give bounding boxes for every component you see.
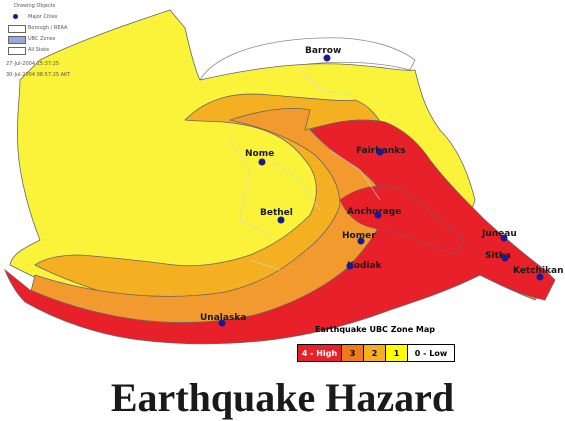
city-nome[interactable]: Nome: [245, 149, 274, 166]
city-dot-icon: [13, 14, 18, 19]
city-unalaska[interactable]: Unalaska: [200, 313, 246, 327]
city-homer[interactable]: Homer: [342, 231, 376, 245]
svg-text:Nome: Nome: [245, 149, 274, 159]
zone-map-title: Earthquake UBC Zone Map: [315, 325, 436, 334]
zone-4-inner-region: [339, 185, 466, 256]
zone-4-region: [4, 119, 556, 345]
ubc-zone-swatch-icon: [8, 36, 26, 44]
borough-outlines: [229, 69, 381, 271]
svg-text:Kodiak: Kodiak: [347, 261, 383, 271]
svg-text:Anchorage: Anchorage: [347, 207, 401, 217]
svg-text:Ketchikan: Ketchikan: [513, 266, 564, 276]
svg-text:Sitka: Sitka: [485, 251, 511, 261]
svg-text:Juneau: Juneau: [481, 229, 517, 239]
city-juneau[interactable]: Juneau: [481, 229, 517, 242]
zone-cell-0: 0 - Low: [408, 345, 454, 361]
city-ketchikan[interactable]: Ketchikan: [513, 266, 564, 281]
state-outline-icon: [8, 47, 26, 55]
city-barrow[interactable]: Barrow: [305, 46, 341, 62]
zone-scale: 4 - High 3 2 1 0 - Low: [297, 344, 455, 362]
city-kodiak[interactable]: Kodiak: [346, 261, 383, 271]
city-sitka[interactable]: Sitka: [485, 251, 511, 262]
page-title: Earthquake Hazard: [110, 375, 455, 420]
borough-outline-icon: [8, 25, 26, 33]
city-fairbanks[interactable]: Fairbanks: [356, 146, 405, 156]
svg-text:Homer: Homer: [342, 231, 376, 241]
zone-cell-2: 2: [364, 345, 386, 361]
zone-cell-4: 4 - High: [298, 345, 342, 361]
city-anchorage[interactable]: Anchorage: [347, 207, 401, 219]
svg-text:Barrow: Barrow: [305, 46, 341, 56]
alaska-hazard-map: Barrow Nome Fairbanks Bethel Anchorage H…: [4, 9, 564, 345]
zone-cell-3: 3: [342, 345, 364, 361]
svg-text:Unalaska: Unalaska: [200, 313, 246, 323]
zone-cell-1: 1: [386, 345, 408, 361]
drawing-objects-legend: Drawing Objects Major Cities Borough / R…: [6, 3, 71, 78]
svg-text:Bethel: Bethel: [260, 208, 293, 218]
city-bethel[interactable]: Bethel: [260, 208, 293, 224]
